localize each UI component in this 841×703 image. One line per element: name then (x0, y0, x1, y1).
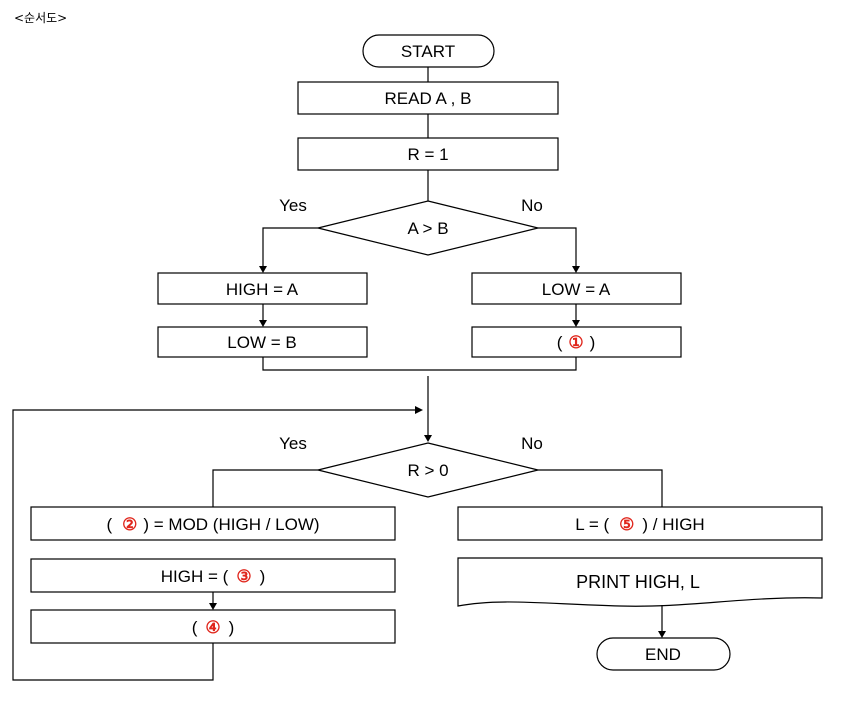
yes-branch-line (212, 469, 318, 507)
blank-5-rest: ) / HIGH (642, 515, 704, 534)
end-label: END (645, 645, 681, 664)
read-label: READ A , B (385, 89, 472, 108)
arrow-head (415, 406, 423, 414)
yes-label: Yes (279, 434, 307, 453)
blank-1-open: ( (557, 333, 563, 352)
blank-4-open: ( (192, 618, 198, 637)
blank-3-box (30, 558, 396, 593)
low-b-box (157, 326, 368, 358)
no-branch-line (538, 227, 577, 266)
arrow-head (209, 603, 217, 610)
no-label: No (521, 196, 543, 215)
r-init-label: R = 1 (407, 145, 448, 164)
blank-3-close: ) (260, 567, 266, 586)
blank-5-box (457, 506, 823, 541)
blank-2-open: ( (106, 515, 112, 534)
decision-r-gt-0-label: R > 0 (407, 461, 448, 480)
arrow-head (259, 320, 267, 327)
blank-2-box (30, 506, 396, 541)
arrow-head (572, 320, 580, 327)
blank-4-close: ) (229, 618, 235, 637)
caption-label: <순서도> (14, 11, 67, 25)
blank-5-open: L = ( (575, 515, 609, 534)
blank-5-label: L = ( ⑤ ) / HIGH (575, 515, 704, 534)
loop-back-line (12, 409, 415, 681)
no-branch-line (538, 469, 663, 507)
blank-3-label: HIGH = ( ③) (161, 567, 265, 586)
high-a-label: HIGH = A (226, 280, 299, 299)
low-a-box (471, 272, 682, 305)
blank-4-marker: ④ (205, 618, 220, 637)
yes-label: Yes (279, 196, 307, 215)
start-label: START (401, 42, 455, 61)
blank-3-open: HIGH = ( (161, 567, 229, 586)
blank-3-marker: ③ (236, 567, 251, 586)
print-document (457, 557, 823, 607)
blank-4-box (30, 609, 396, 644)
blank-1-marker: ① (568, 333, 583, 352)
arrow-head (658, 631, 666, 638)
low-b-label: LOW = B (227, 333, 296, 352)
blank-2-rest: ) = MOD (HIGH / LOW) (143, 515, 319, 534)
decision-r-gt-0 (317, 442, 539, 498)
print-label: PRINT HIGH, L (576, 572, 700, 592)
yes-branch-line (262, 227, 318, 266)
arrow-head (259, 266, 267, 273)
decision-a-gt-b (317, 200, 539, 256)
blank-1-close: ) (590, 333, 596, 352)
arrow-head (572, 266, 580, 273)
read-box (297, 81, 559, 115)
low-a-label: LOW = A (542, 280, 611, 299)
blank-1-label: ( ①) (557, 333, 596, 352)
arrow-head (424, 435, 432, 442)
blank-5-marker: ⑤ (619, 515, 634, 534)
decision-a-gt-b-label: A > B (407, 219, 448, 238)
blank-2-marker: ② (122, 515, 137, 534)
end-terminal (596, 637, 731, 671)
merge-line (262, 357, 577, 371)
no-label: No (521, 434, 543, 453)
blank-2-label: ( ② ) = MOD (HIGH / LOW) (106, 515, 319, 534)
blank-4-label: ( ④) (192, 618, 235, 637)
